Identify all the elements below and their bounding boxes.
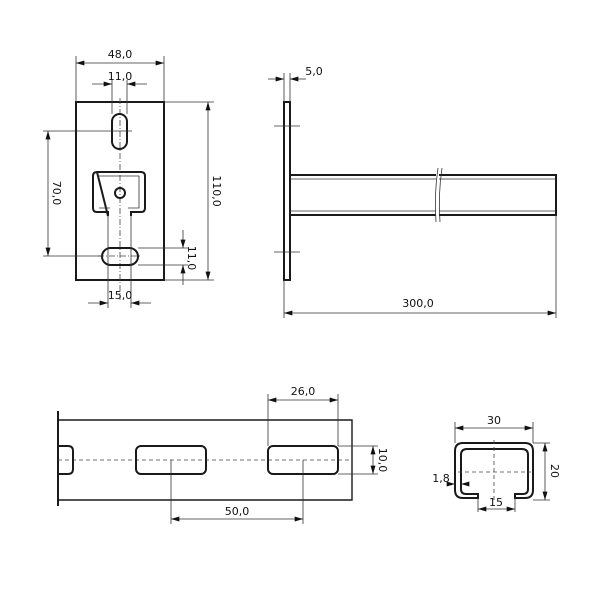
dim-length: 300,0 [402, 297, 434, 310]
dim-slot-pitch: 50,0 [225, 505, 250, 518]
rail-view: 26,0 10,0 50,0 [57, 385, 389, 524]
dim-profile-opening: 15 [489, 496, 503, 509]
dim-wall-thickness: 1,8 [432, 472, 450, 485]
dim-profile-width: 30 [487, 414, 501, 427]
dim-height: 110,0 [210, 175, 223, 207]
partial-slot [58, 445, 74, 475]
bottom-slot [101, 247, 139, 266]
dim-slot-length: 26,0 [291, 385, 316, 398]
side-plate [283, 101, 291, 281]
c-profile [454, 442, 534, 499]
front-view: 48,0 11,0 70,0 110,0 11,0 15,0 [43, 48, 223, 308]
dim-plate-thickness: 5,0 [305, 65, 323, 78]
profile-view: 30 20 1,8 15 [432, 414, 561, 512]
dim-slot-height: 11,0 [185, 246, 198, 271]
dim-slot-width: 11,0 [108, 70, 133, 83]
dim-stem-width: 15,0 [108, 289, 133, 302]
dim-rail-slot-height: 10,0 [376, 448, 389, 473]
keyhole-cutout [92, 170, 146, 217]
side-view: 5,0 300,0 [268, 65, 557, 318]
break-mark [434, 167, 443, 223]
top-slot [111, 113, 128, 150]
dim-hole-spacing: 70,0 [50, 181, 63, 206]
center-hole [114, 187, 126, 199]
dim-profile-height: 20 [548, 464, 561, 478]
dim-width: 48,0 [108, 48, 133, 61]
arm-tube [290, 174, 557, 216]
